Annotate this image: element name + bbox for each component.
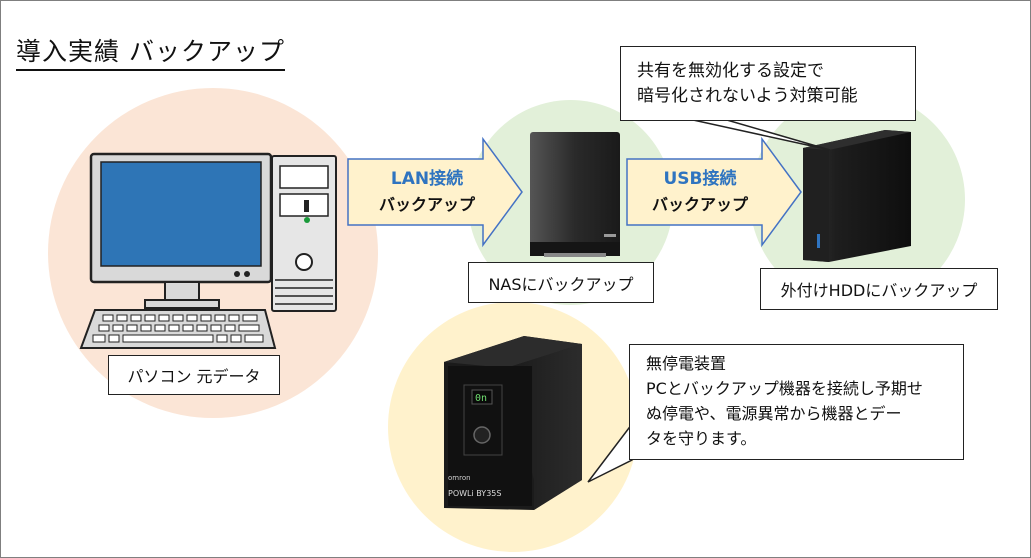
hdd-note-line2: 暗号化されないよう対策可能: [637, 86, 858, 106]
ups-model-text: POWLi BY35S: [448, 489, 501, 498]
hdd-icon: [803, 130, 911, 262]
lan-arrow-label: LAN接続 バックアップ: [352, 166, 502, 218]
hdd-label: 外付けHDDにバックアップ: [760, 268, 998, 310]
svg-text:0n: 0n: [475, 393, 487, 404]
usb-arrow-line2: バックアップ: [651, 195, 748, 214]
nas-label: NASにバックアップ: [468, 262, 654, 303]
lan-arrow-line1: LAN接続: [390, 169, 464, 189]
ups-note-line3: ぬ停電や、電源異常から機器とデー: [646, 404, 902, 423]
usb-arrow: [626, 136, 802, 248]
ups-note-line1: 無停電装置: [646, 354, 727, 373]
lan-arrow: [347, 136, 523, 248]
lan-arrow-line2: バックアップ: [378, 195, 475, 214]
page-title: 導入実績 バックアップ: [16, 32, 285, 71]
ups-note-line4: タを守ります。: [646, 429, 757, 448]
ups-icon: 0n omron POWLi BY35S: [444, 336, 582, 510]
ups-note-line2: PCとバックアップ機器を接続し予期せ: [646, 379, 923, 398]
computer-icon: [79, 152, 337, 349]
ups-brand-text: omron: [448, 474, 471, 482]
usb-arrow-label: USB接続 バックアップ: [625, 166, 775, 218]
hdd-note-callout: 共有を無効化する設定で 暗号化されないよう対策可能: [620, 46, 916, 121]
ups-note-callout: 無停電装置 PCとバックアップ機器を接続し予期せ ぬ停電や、電源異常から機器とデ…: [629, 344, 964, 460]
hdd-note-line1: 共有を無効化する設定で: [637, 61, 824, 81]
nas-icon: [530, 132, 620, 257]
usb-arrow-line1: USB接続: [663, 169, 737, 189]
source-label: パソコン 元データ: [108, 355, 280, 395]
